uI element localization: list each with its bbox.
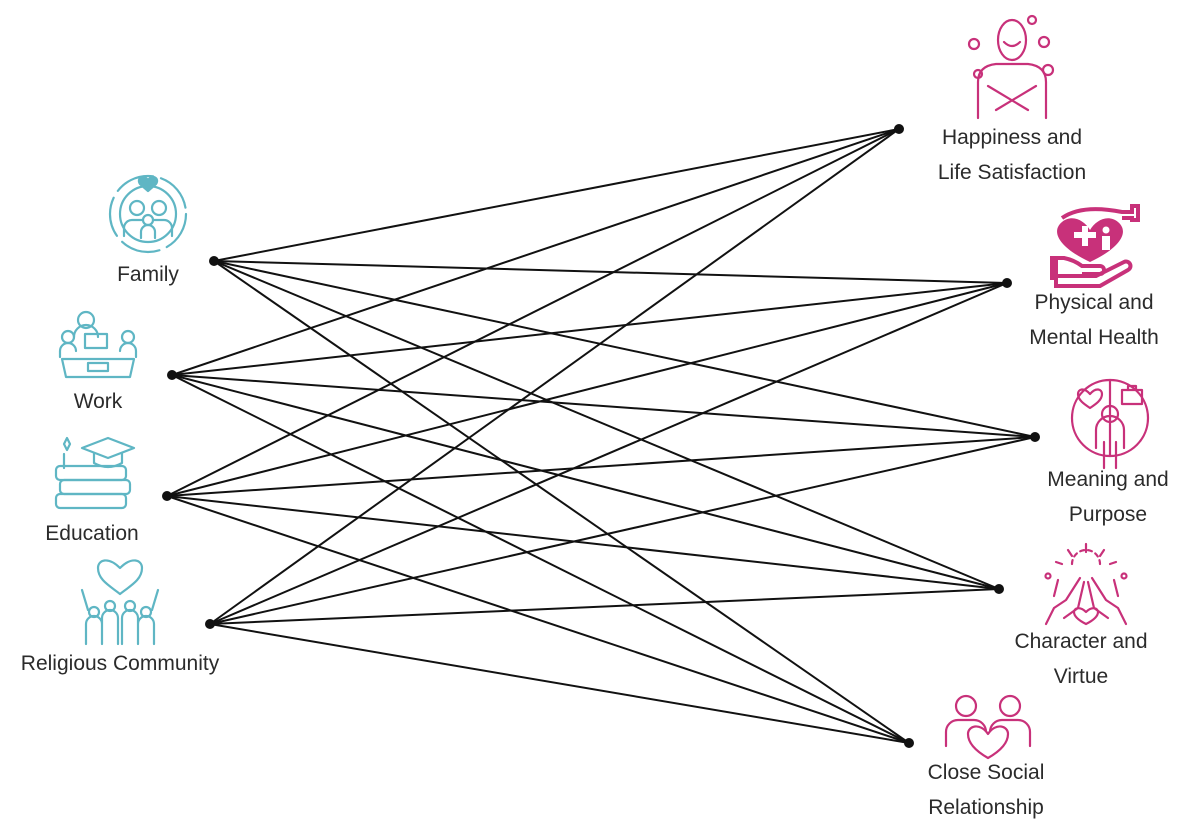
node-religious [205,619,215,629]
person-purpose-icon [1070,378,1150,470]
node-health [1002,278,1012,288]
connection-family-social [213,260,910,744]
family-icon [108,174,188,254]
person-hugging-self-icon [967,14,1055,120]
community-heart-icon [80,559,160,646]
connection-education-social [166,495,910,744]
node-character [994,584,1004,594]
two-people-heart-icon [944,694,1032,760]
source-label-religious-community: Religious Community [20,652,220,675]
connection-religious-social [209,623,910,744]
node-family [209,256,219,266]
connection-education-character [166,495,1000,590]
outcome-label-meaning-line1: Meaning and [1047,468,1169,491]
connection-religious-health [209,282,1008,625]
outcome-label-health-line1: Physical and [1034,291,1154,314]
outcome-label-social: Close Social Relationship [928,755,1045,825]
outcome-label-health-line2: Mental Health [1029,326,1159,349]
outcome-label-character: Character and Virtue [1014,624,1147,694]
books-graduation-cap-icon [54,436,136,510]
outcome-label-happiness: Happiness and Life Satisfaction [938,120,1086,190]
node-happiness [894,124,904,134]
source-label-work: Work [73,390,123,413]
connection-religious-meaning [209,436,1036,625]
node-meaning [1030,432,1040,442]
connection-education-health [166,282,1008,497]
connection-family-meaning [213,260,1036,438]
node-work [167,370,177,380]
connection-education-meaning [166,436,1036,497]
connection-religious-character [209,588,1000,625]
connection-family-health [213,260,1008,284]
hand-heart-health-icon [1050,204,1140,288]
outcome-label-happiness-line2: Life Satisfaction [937,161,1087,184]
connection-work-meaning [171,374,1036,438]
connection-family-happiness [213,128,900,262]
outcome-label-social-line2: Relationship [928,796,1044,819]
connection-nodes [162,124,1040,748]
outcome-label-meaning-line2: Purpose [1068,503,1148,526]
connection-work-character [171,374,1000,590]
outcome-label-happiness-line1: Happiness and [941,126,1083,149]
connection-work-happiness [171,128,900,376]
connection-education-happiness [166,128,900,497]
connection-work-social [171,374,910,744]
outcome-label-meaning: Meaning and Purpose [1047,462,1168,532]
node-social [904,738,914,748]
connection-work-health [171,282,1008,376]
connection-religious-happiness [209,128,900,625]
outcome-label-health: Physical and Mental Health [1029,285,1159,355]
outcome-label-social-line1: Close Social [927,761,1045,784]
work-meeting-icon [58,310,138,379]
node-education [162,491,172,501]
source-label-family: Family [117,263,179,286]
source-label-education: Education [45,522,139,545]
outcome-label-character-line2: Virtue [1053,665,1109,688]
hands-heart-icon [1044,542,1128,626]
connection-lines [166,128,1036,744]
outcome-label-character-line1: Character and [1014,630,1148,653]
